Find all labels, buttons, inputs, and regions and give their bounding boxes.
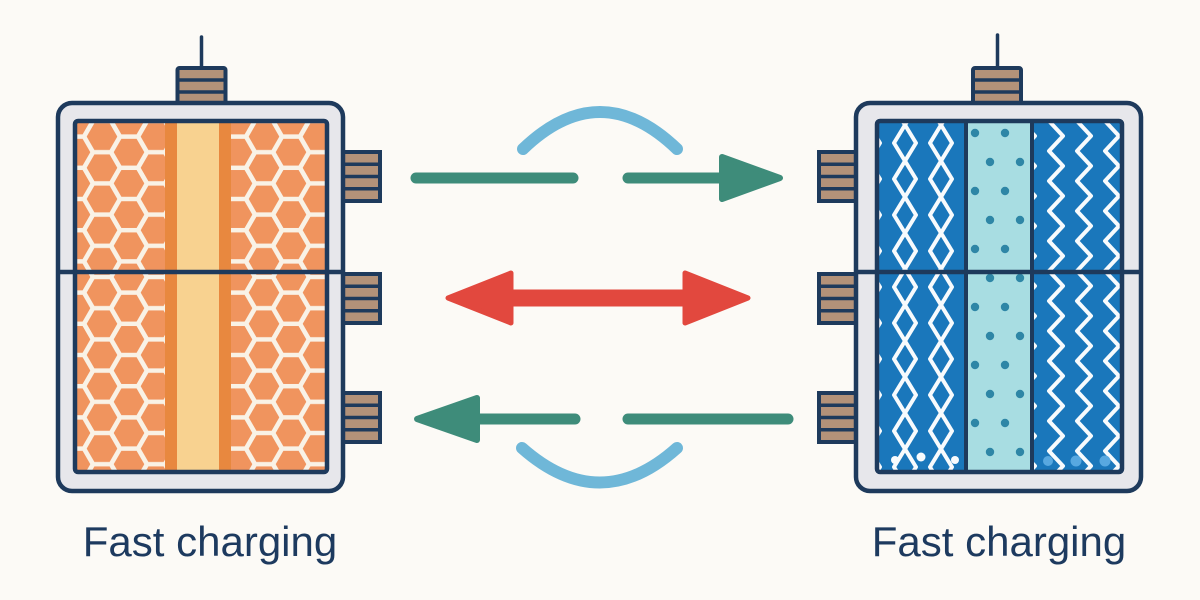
- right-bottom-dots-blue: [1043, 455, 1111, 467]
- arc-over-icon: [517, 106, 683, 155]
- arrow-double-horizontal-icon: [445, 270, 751, 326]
- left-side-tab-3: [339, 391, 382, 444]
- left-separator-core: [177, 121, 219, 472]
- right-side-tab-1: [817, 150, 860, 203]
- right-side-tab-3: [817, 391, 860, 444]
- left-battery-label: Fast charging: [83, 518, 337, 565]
- right-electrode-zigzag-fill: [1032, 121, 1122, 472]
- arrow-right-dashed-icon: [410, 154, 783, 202]
- left-cell-inner-border: [72, 118, 330, 475]
- left-separator-edge-right: [219, 121, 231, 472]
- right-separator-dotted: [966, 121, 1032, 472]
- left-terminal-block: [175, 66, 228, 106]
- left-side-tab-2: [339, 272, 382, 325]
- left-separator-edge-left: [165, 121, 177, 472]
- right-side-tab-2: [817, 272, 860, 325]
- left-battery: [55, 35, 382, 494]
- arrow-left-dashed-icon: [414, 395, 794, 443]
- right-terminal-block: [971, 66, 1023, 106]
- right-bottom-dots-white: [891, 452, 959, 464]
- left-side-tab-1: [339, 150, 382, 203]
- flow-arrows: [410, 106, 794, 489]
- right-electrode-diamond-fill: [877, 121, 966, 472]
- right-battery: [817, 33, 1144, 494]
- right-battery-label: Fast charging: [872, 518, 1126, 565]
- right-cell-inner-border: [874, 118, 1125, 475]
- left-separator-stripe: [165, 121, 231, 472]
- arc-under-icon: [516, 442, 683, 489]
